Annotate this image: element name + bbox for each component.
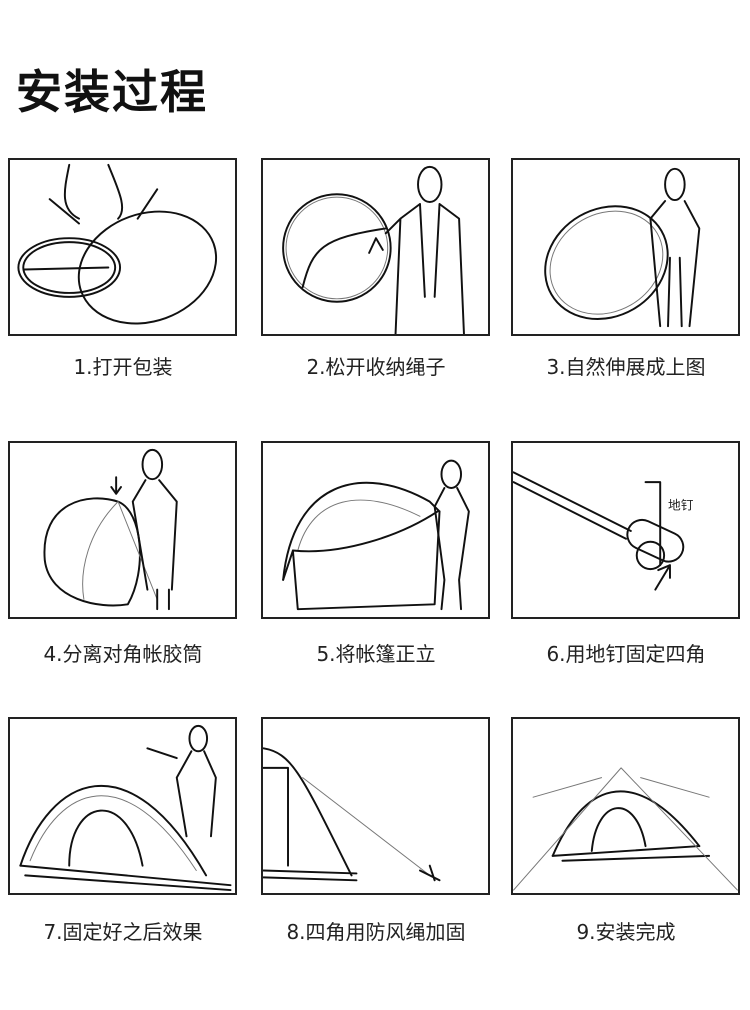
step-3-illustration — [511, 158, 740, 336]
step-9-caption: 9.安装完成 — [576, 920, 676, 944]
step-8-caption: 8.四角用防风绳加固 — [286, 920, 466, 944]
page-title: 安装过程 — [16, 65, 208, 119]
step-8-illustration — [261, 717, 490, 895]
step-5-illustration — [261, 441, 490, 619]
step-4-caption: 4.分离对角帐胶筒 — [43, 642, 203, 666]
step-2-illustration — [261, 158, 490, 336]
ground-stake-label: 地钉 — [668, 497, 694, 512]
step-2-caption: 2.松开收纳绳子 — [306, 355, 446, 379]
step-1-illustration — [8, 158, 237, 336]
step-5-caption: 5.将帐篷正立 — [316, 642, 436, 666]
step-7-caption: 7.固定好之后效果 — [43, 920, 203, 944]
step-1-caption: 1.打开包装 — [73, 355, 173, 379]
step-3-caption: 3.自然伸展成上图 — [546, 355, 706, 379]
step-4-illustration — [8, 441, 237, 619]
step-6-caption: 6.用地钉固定四角 — [546, 642, 706, 666]
step-6-illustration: 地钉 — [511, 441, 740, 619]
step-9-illustration — [511, 717, 740, 895]
step-7-illustration — [8, 717, 237, 895]
